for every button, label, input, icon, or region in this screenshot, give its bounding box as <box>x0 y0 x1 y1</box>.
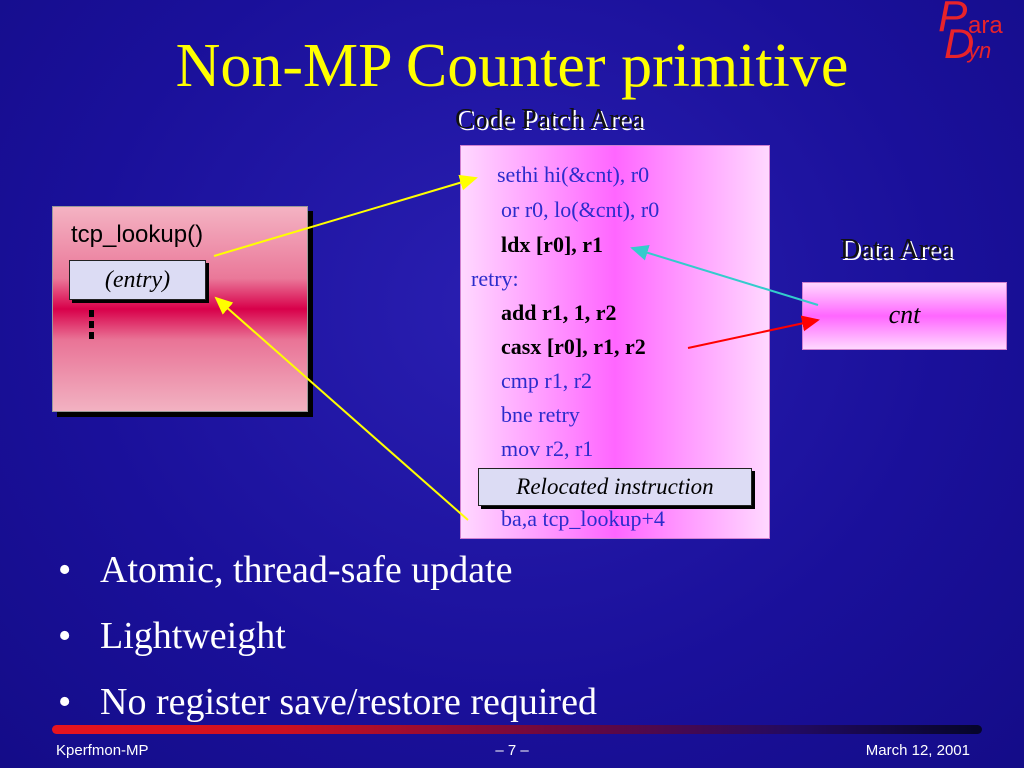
cnt-label: cnt <box>888 300 921 329</box>
data-area-box: cnt <box>802 282 1007 350</box>
footer-page-number: – 7 – <box>495 742 529 759</box>
paradyn-logo: P ara D yn <box>938 0 1024 67</box>
code-line-bne: bne retry <box>501 402 580 427</box>
arrow-cnt-to-ldx <box>630 245 819 306</box>
slide-title: Non-MP Counter primitive <box>175 32 849 100</box>
code-line-casx: casx [r0], r1, r2 <box>501 334 646 359</box>
logo-text-yn: yn <box>968 38 992 63</box>
code-line-sethi: sethi hi(&cnt), r0 <box>497 162 650 187</box>
arrow-entry-to-patch <box>213 174 478 257</box>
data-area-label: Data Area <box>840 234 953 265</box>
code-line-or: or r0, lo(&cnt), r0 <box>501 197 660 222</box>
code-line-ldx: ldx [r0], r1 <box>501 232 604 257</box>
entry-box: (entry) <box>69 260 206 300</box>
code-line-retry-label: retry: <box>471 266 519 291</box>
code-line-ba: ba,a tcp_lookup+4 <box>501 506 665 531</box>
logo-text-ara: ara <box>968 12 1003 39</box>
bullet-item: •No register save/restore required <box>58 681 597 723</box>
arrow-return-to-entry <box>214 296 469 521</box>
arrow-casx-to-cnt <box>687 315 820 349</box>
relocated-instruction-box: Relocated instruction <box>478 468 752 506</box>
footer-divider-bar <box>52 725 982 734</box>
tcp-lookup-label: tcp_lookup() <box>71 221 204 248</box>
code-line-mov: mov r2, r1 <box>501 436 594 461</box>
code-patch-area-label: Code Patch Area <box>455 104 644 135</box>
logo-letter-p: P <box>938 0 968 41</box>
bullet-item: •Atomic, thread-safe update <box>58 549 513 591</box>
logo-letter-d: D <box>944 20 975 67</box>
code-line-cmp: cmp r1, r2 <box>501 368 593 393</box>
footer-left-text: Kperfmon-MP <box>56 742 149 759</box>
code-line-add: add r1, 1, r2 <box>501 300 617 325</box>
bullet-item: •Lightweight <box>58 615 286 657</box>
ellipsis-dots <box>89 310 95 343</box>
footer-date: March 12, 2001 <box>865 742 970 759</box>
